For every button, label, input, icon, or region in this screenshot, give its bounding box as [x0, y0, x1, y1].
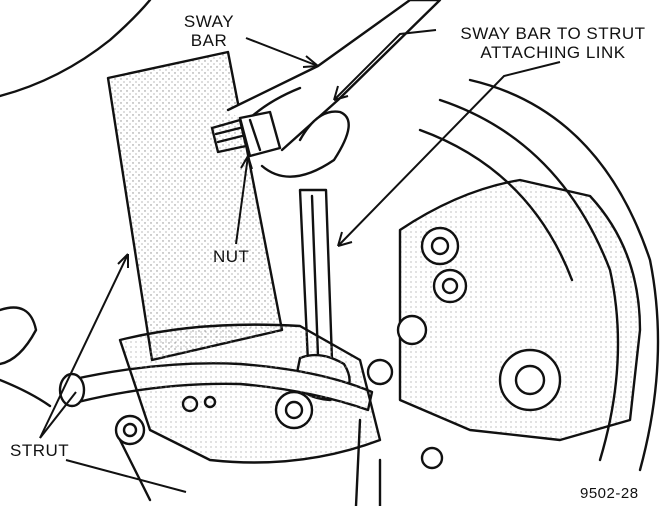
label-sway-bar-line2: BAR — [190, 31, 228, 50]
leader-link — [333, 29, 437, 101]
label-attaching-link-line1: SWAY BAR TO STRUT — [460, 24, 646, 43]
label-sway-bar: SWAY BAR — [176, 12, 242, 50]
label-strut: STRUT — [10, 441, 70, 460]
label-sway-bar-line1: SWAY — [183, 12, 235, 31]
label-nut: NUT — [213, 247, 250, 266]
label-attaching-link: SWAY BAR TO STRUT ATTACHING LINK — [438, 24, 668, 62]
leader-strut-2 — [39, 391, 77, 439]
sway-bar — [226, 0, 442, 152]
label-attaching-link-line2: ATTACHING LINK — [480, 43, 626, 62]
stud — [210, 118, 248, 154]
caliper — [398, 178, 642, 442]
leader-strut-3 — [65, 459, 187, 493]
rotor-arc-inner — [438, 98, 620, 462]
figure-number: 9502-28 — [580, 485, 639, 502]
rotor-arc-outer — [468, 78, 660, 472]
leader-sway-bar — [245, 37, 319, 67]
leader-link-lower — [337, 61, 561, 247]
link-bushing-top — [260, 110, 350, 178]
leader-nut — [235, 155, 249, 245]
fender-arc — [0, 0, 152, 98]
leader-strut-1 — [39, 253, 129, 439]
leader-lines — [39, 29, 561, 493]
knuckle — [118, 323, 382, 464]
